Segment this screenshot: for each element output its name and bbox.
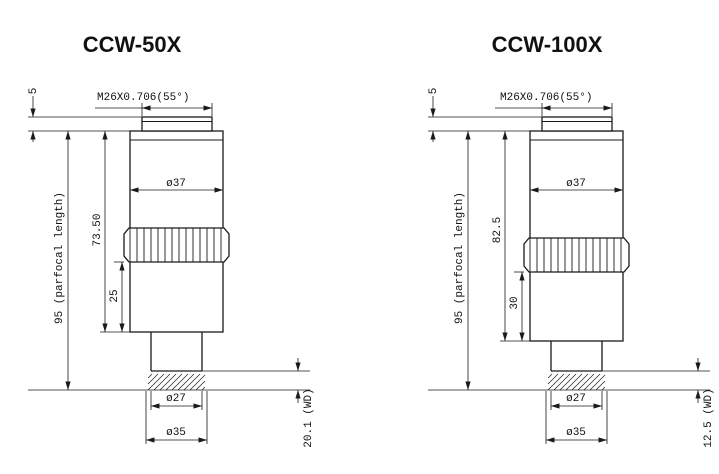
objective-outline [123,116,230,391]
dim-parfocal-length: 95 (parfocal length) [54,192,66,324]
objective-body [529,130,624,342]
dim-body-length: 73.50 [92,213,104,246]
dimension-lines [28,96,310,444]
dim-nose-diameter: ø35 [166,427,186,439]
dim-lower-length: 25 [109,289,121,302]
dim-parfocal-length: 95 (parfocal length) [454,192,466,324]
panel-ccw-50x: CCW-50X [28,32,315,448]
dim-body-diameter: ø37 [166,178,186,190]
dim-body-length: 82.5 [492,217,504,243]
lower-barrel [150,332,203,371]
dim-thread-height: 5 [28,88,40,95]
thread-cap [141,116,213,132]
objective-outline [523,116,630,391]
dim-tip-diameter: ø27 [166,393,186,405]
knurl-texture [129,228,222,262]
panel-title: CCW-50X [83,32,182,57]
dim-thread-height: 5 [428,88,440,95]
dim-working-distance: 20.1 (WD) [303,388,315,447]
thread-spec-label: M26X0.706(55°) [500,92,592,104]
dim-working-distance: 12.5 (WD) [703,388,715,447]
knurl-ring [523,237,630,273]
lower-barrel [550,341,603,371]
dim-lower-length: 30 [509,296,521,309]
dim-body-diameter: ø37 [566,178,586,190]
knurl-texture [529,238,622,272]
dim-nose-diameter: ø35 [566,427,586,439]
knurl-ring [123,227,230,263]
specimen-hatch [147,373,206,391]
dimension-lines [428,96,710,444]
thread-cap [541,116,613,132]
dim-tip-diameter: ø27 [566,393,586,405]
panel-ccw-100x: CCW-100X [428,32,715,448]
thread-spec-label: M26X0.706(55°) [97,92,189,104]
specimen-hatch [547,373,606,391]
panel-title: CCW-100X [492,32,603,57]
